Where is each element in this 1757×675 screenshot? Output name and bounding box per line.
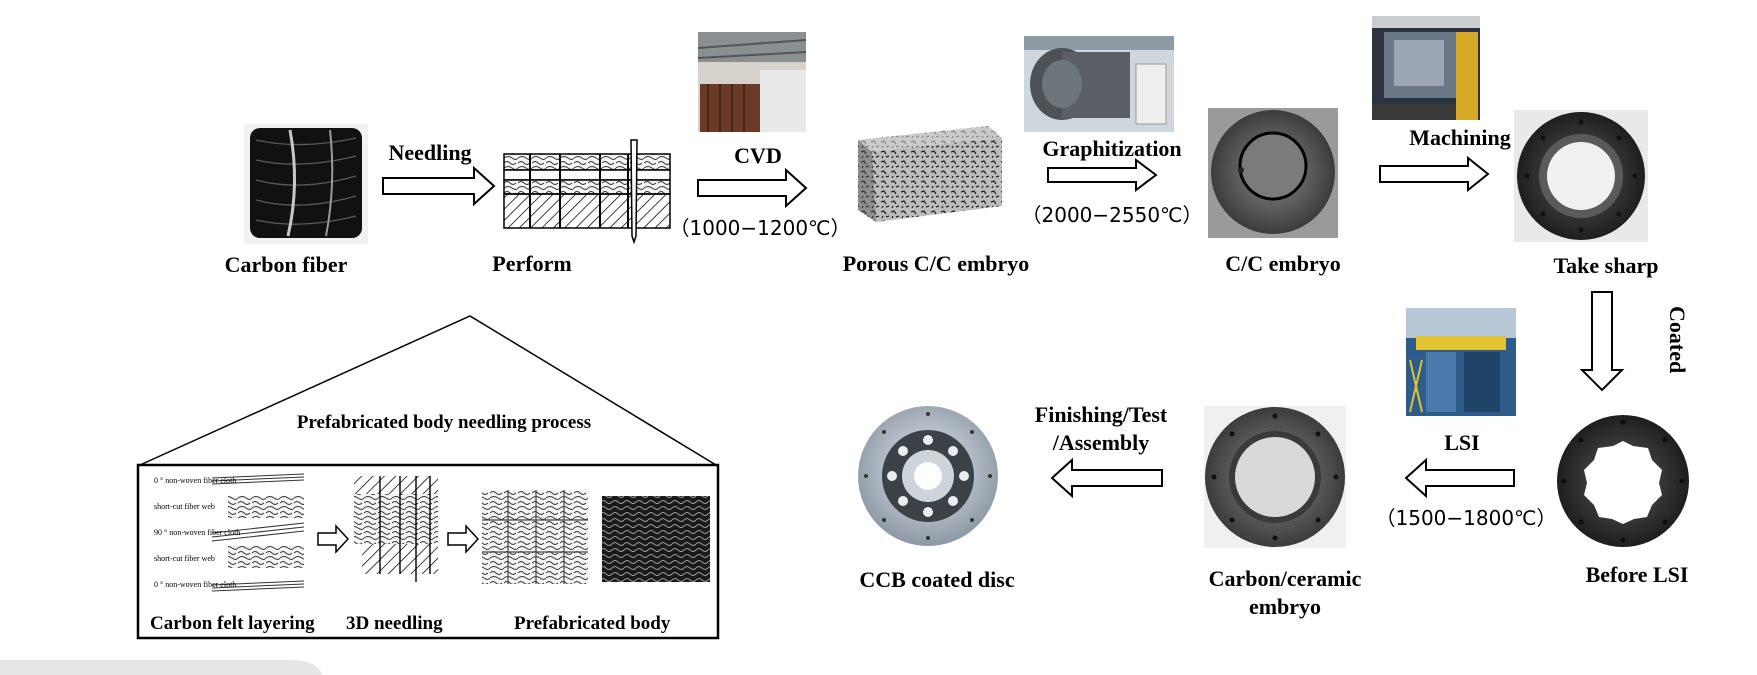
finishing-arrow	[1050, 457, 1163, 499]
corner-tab	[0, 660, 322, 675]
coated-arrow	[1579, 291, 1625, 392]
label-finishing-line1: Finishing/Test	[1034, 402, 1168, 427]
label-finishing-line2: /Assembly	[1052, 430, 1150, 455]
label-needling: Needling	[388, 140, 472, 165]
lsi-furnace-image	[1406, 308, 1516, 416]
cvd-arrow	[697, 167, 808, 209]
label-porous-cc: Porous C/C embryo	[842, 251, 1030, 276]
inset-caption-layering: Carbon felt layering	[150, 613, 315, 634]
label-cvd: CVD	[734, 143, 782, 168]
label-ccb-disc: CCB coated disc	[859, 567, 1015, 592]
inset-caption-body: Prefabricated body	[514, 613, 671, 634]
carbon-fiber-image	[244, 124, 368, 244]
inset-layer-label: short-cut fiber web	[154, 554, 215, 563]
label-graphitization-temp: （2000−2550℃）	[1021, 203, 1203, 227]
inset-layering-image	[211, 473, 305, 592]
needling-arrow	[382, 165, 496, 207]
lsi-arrow	[1404, 457, 1515, 499]
label-cc-embryo: C/C embryo	[1225, 251, 1341, 276]
label-carbon-fiber: Carbon fiber	[224, 252, 348, 277]
machining-image	[1372, 16, 1480, 120]
inset-layer-label: 0 ° non-woven fiber cloth	[154, 580, 237, 589]
label-cvd-temp: （1000−1200℃）	[669, 216, 851, 240]
inset-arrow-1	[317, 524, 350, 554]
carbon-ceramic-image	[1204, 406, 1346, 548]
label-carbon-ceramic-line2: embryo	[1248, 594, 1322, 619]
before-lsi-image	[1557, 415, 1689, 547]
inset-layer-label: 0 ° non-woven fiber cloth	[154, 476, 237, 485]
inset-arrow-2	[447, 524, 480, 554]
inset-caption-needling: 3D needling	[346, 613, 443, 634]
label-before-lsi: Before LSI	[1585, 562, 1689, 587]
label-carbon-ceramic-line1: Carbon/ceramic	[1208, 566, 1362, 591]
label-lsi-temp: （1500−1800℃）	[1375, 506, 1557, 530]
porous-cc-image	[858, 126, 1002, 222]
label-perform: Perform	[492, 251, 572, 276]
cc-embryo-image	[1208, 108, 1338, 238]
inset-needling-image	[354, 476, 438, 582]
label-coated: Coated	[1665, 306, 1690, 374]
label-lsi: LSI	[1444, 430, 1480, 455]
cvd-furnace-image	[697, 32, 807, 132]
label-take-sharp: Take sharp	[1553, 253, 1659, 278]
graphitization-arrow	[1047, 158, 1158, 192]
label-machining: Machining	[1409, 125, 1511, 150]
take-sharp-image	[1514, 110, 1648, 242]
inset-frame	[136, 315, 720, 640]
inset-layer-label: short-cut fiber web	[154, 502, 215, 511]
graphitization-furnace-image	[1024, 36, 1174, 132]
inset-title: Prefabricated body needling process	[296, 412, 592, 433]
inset-layer-label: 90 ° non-woven fiber cloth	[154, 528, 241, 537]
machining-arrow	[1379, 155, 1490, 193]
perform-image	[503, 139, 671, 245]
label-graphitization: Graphitization	[1042, 136, 1182, 161]
ccb-disc-image	[858, 406, 998, 546]
inset-body-image	[482, 490, 710, 584]
